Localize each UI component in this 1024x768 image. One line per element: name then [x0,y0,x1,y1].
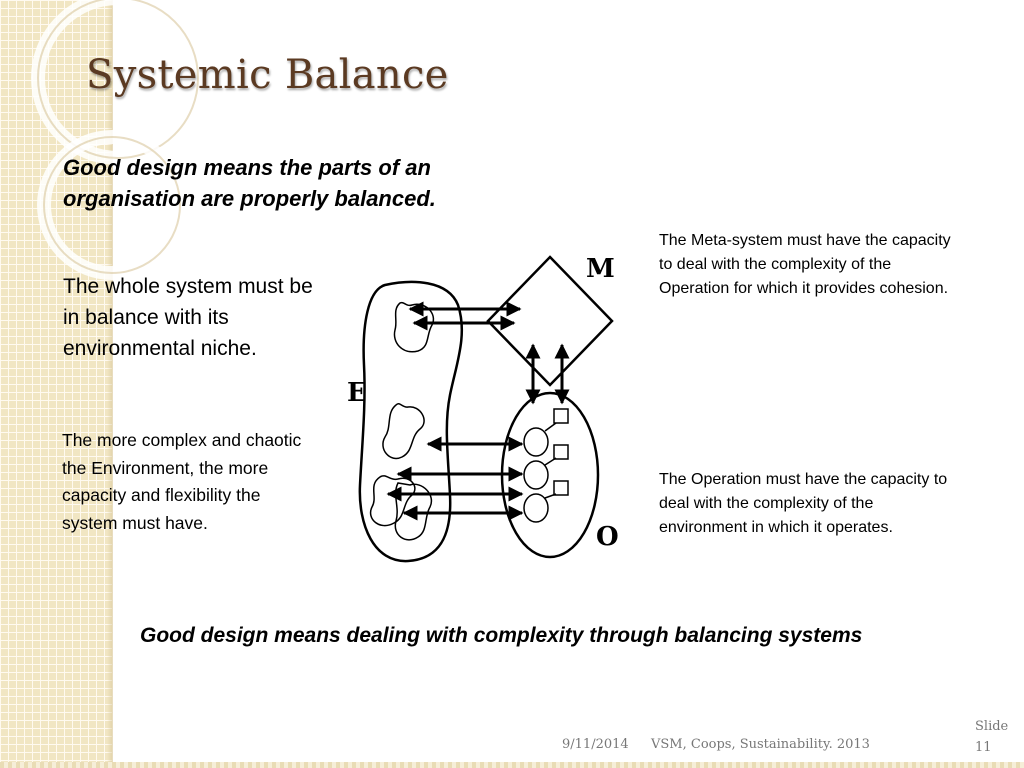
operation-note: The Operation must have the capacity to … [659,471,948,536]
environment-subregion [369,475,416,527]
metasystem-shape [486,255,614,387]
label-o: O [596,522,619,552]
footer-text: VSM, Coops, Sustainability. 2013 [651,737,870,752]
environment-subregion [394,482,433,541]
slide-number: Slide 11 [975,719,1009,755]
intro-statement: Good design means the parts of an organi… [63,155,436,211]
operational-unit [523,480,569,523]
complexity-statement: The more complex and chaotic the Environ… [62,430,302,533]
label-m: M [586,254,615,284]
meta-system-note: The Meta-system must have the capacity t… [659,232,951,297]
label-e: E [347,378,367,408]
whole-system-statement: The whole system must be in balance with… [63,275,313,360]
conclusion-statement: Good design means dealing with complexit… [140,624,863,647]
operational-unit [523,408,569,457]
operational-unit [523,444,569,490]
slide-title: Systemic Balance [86,52,449,98]
vsm-diagram: M E O [347,254,619,563]
bottom-decoration-band [0,762,1024,768]
decorative-circles [31,0,200,280]
environment-subregion [382,403,425,460]
footer-date: 9/11/2014 [562,737,629,752]
